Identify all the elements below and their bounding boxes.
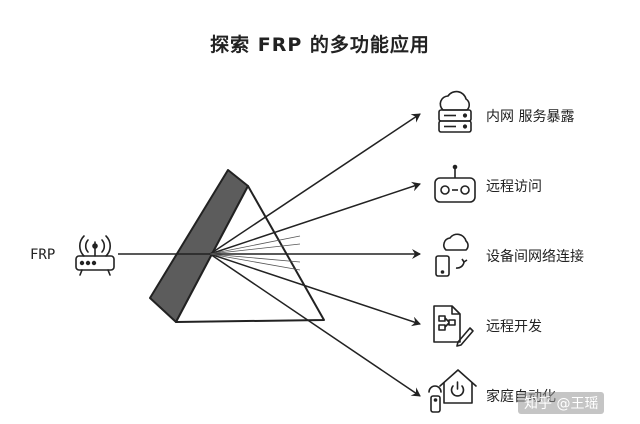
code-document-edit-icon — [433, 305, 474, 347]
output-label-remote-dev: 远程开发 — [486, 319, 542, 335]
diagram-title: 探索 FRP 的多功能应用 — [210, 34, 430, 56]
cloud-device-sync-icon — [435, 233, 469, 277]
watermark: 知乎 @王瑶 — [518, 392, 605, 414]
smart-home-icon — [428, 369, 477, 413]
output-label-service-exposure: 内网 服务暴露 — [486, 109, 575, 125]
beam-remote-access — [209, 181, 421, 255]
router-icon — [75, 235, 115, 276]
output-label-device-connection: 设备间网络连接 — [486, 249, 584, 265]
output-label-remote-access: 远程访问 — [486, 179, 542, 195]
cloud-server-icon — [438, 90, 472, 133]
remote-control-icon — [434, 164, 476, 203]
prism-icon — [149, 169, 325, 323]
source-label: FRP — [30, 247, 56, 263]
beam-remote-dev — [209, 253, 421, 327]
beam-service-exposure — [209, 113, 421, 255]
output-beams — [209, 113, 421, 397]
beam-home-automation — [209, 253, 421, 397]
